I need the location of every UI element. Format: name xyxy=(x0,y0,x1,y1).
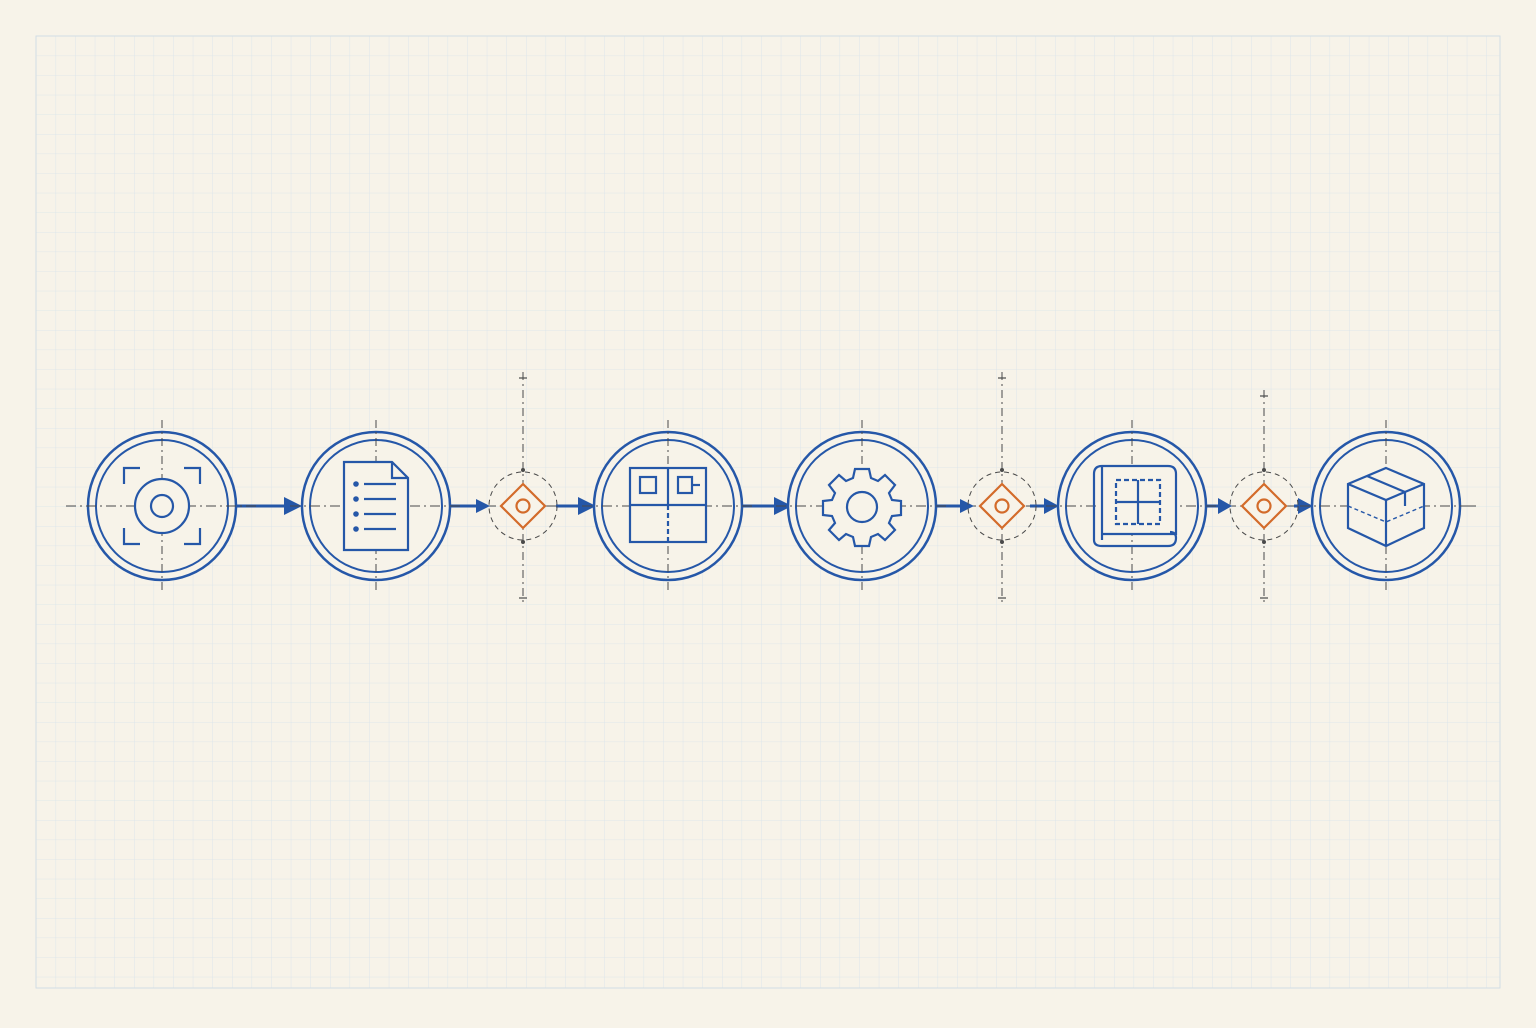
target-focus-icon xyxy=(122,466,202,546)
arrow-head-2-c1 xyxy=(476,499,490,513)
stage-6-node xyxy=(1300,420,1478,594)
stage-2-node xyxy=(290,420,462,594)
gear-icon xyxy=(821,467,903,548)
stage-4-node xyxy=(776,420,948,594)
layout-panel-icon xyxy=(628,466,708,544)
stage-3-node xyxy=(582,420,754,594)
diamond-checkpoint-icon xyxy=(978,482,1026,530)
diamond-checkpoint-icon xyxy=(1240,482,1288,530)
diamond-checkpoint-icon xyxy=(499,482,547,530)
stage-1-node xyxy=(66,420,258,594)
checkpoint-3-node xyxy=(1229,390,1299,604)
arrow-head-4-c2 xyxy=(960,499,974,513)
blueprint-plan-icon xyxy=(1092,464,1178,548)
checkpoint-1-node xyxy=(488,372,558,604)
checkpoint-2-node xyxy=(967,372,1037,604)
document-checklist-icon xyxy=(342,460,410,552)
stage-5-node xyxy=(1046,420,1218,594)
package-box-icon xyxy=(1346,466,1426,548)
arrow-head-5-c3 xyxy=(1218,498,1232,514)
